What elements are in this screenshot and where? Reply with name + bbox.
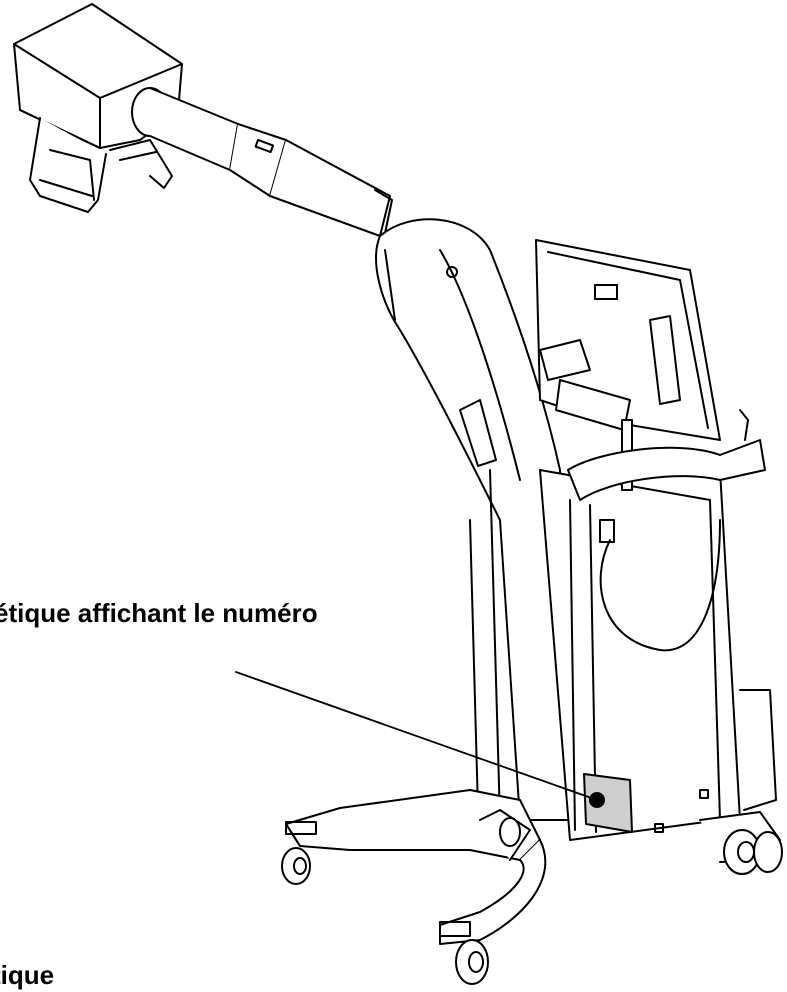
tube-head (13, 3, 183, 213)
caster-wheels (281, 817, 783, 985)
wheeled-base (285, 789, 781, 945)
callout-leader-line (235, 671, 598, 801)
serial-number-label-patch (583, 773, 633, 833)
bottom-callout-text: tique (0, 960, 55, 990)
monitor (535, 239, 721, 491)
telescoping-arm (131, 87, 393, 239)
handle-bar (567, 409, 766, 501)
serial-number-callout-text: étique affichant le numéro (0, 598, 318, 628)
column (375, 218, 571, 821)
base-cabinet (539, 469, 777, 841)
